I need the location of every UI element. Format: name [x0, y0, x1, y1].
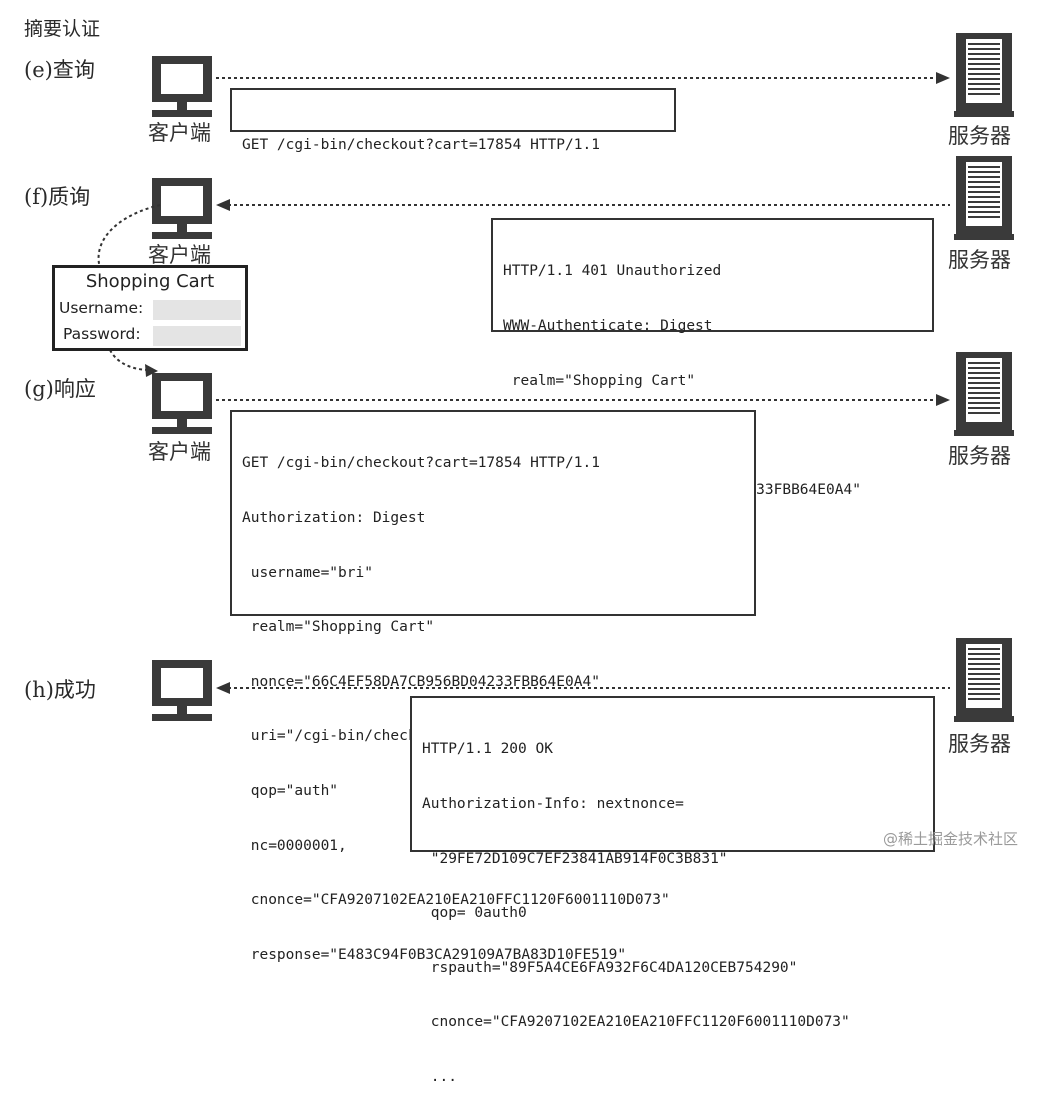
- message-line: GET /cgi-bin/checkout?cart=17854 HTTP/1.…: [242, 455, 600, 472]
- client-label: 客户端: [148, 121, 211, 145]
- step-label-query: (e)查询: [24, 58, 95, 82]
- client-computer-icon: [152, 178, 212, 239]
- server-icon: [953, 155, 1015, 241]
- message-line: nonce="66C4EF58DA7CB956BD04233FBB64E0A4": [242, 673, 600, 690]
- message-line: GET /cgi-bin/checkout?cart=17854 HTTP/1.…: [242, 137, 600, 154]
- watermark: @稀土掘金技术社区: [882, 830, 1018, 848]
- message-line: rspauth="89F5A4CE6FA932F6C4DA120CEB75429…: [422, 959, 798, 976]
- message-line: username="bri": [242, 564, 373, 581]
- step-label-response: (g)响应: [24, 377, 96, 401]
- message-line: HTTP/1.1 401 Unauthorized: [503, 263, 722, 280]
- client-computer-icon: [152, 660, 212, 721]
- arrowhead-right: [936, 394, 950, 406]
- arrowhead-left: [216, 199, 230, 211]
- dialog-title: Shopping Cart: [85, 271, 215, 292]
- server-icon: [953, 32, 1015, 118]
- client-computer-icon: [152, 373, 212, 434]
- curved-arrow-from-dialog: [109, 349, 151, 371]
- step-label-success: (h)成功: [24, 678, 96, 702]
- password-label: Password:: [63, 325, 141, 343]
- arrowhead-left: [216, 682, 230, 694]
- server-label: 服务器: [948, 124, 1011, 148]
- curved-arrow-to-dialog: [97, 204, 161, 269]
- authorization-request-box: GET /cgi-bin/checkout?cart=17854 HTTP/1.…: [230, 410, 756, 963]
- server-label: 服务器: [948, 248, 1011, 272]
- message-line: qop= 0auth0: [422, 905, 527, 922]
- server-label: 服务器: [948, 444, 1011, 468]
- challenge-response-box: HTTP/1.1 401 Unauthorized WWW-Authentica…: [491, 218, 934, 498]
- arrowhead-curved: [145, 364, 158, 377]
- message-line: realm="Shopping Cart": [503, 372, 696, 389]
- username-label: Username:: [59, 299, 144, 317]
- shopping-cart-login-dialog: Shopping Cart Username: Password:: [52, 265, 248, 351]
- message-line: Authorization-Info: nextnonce=: [422, 796, 684, 813]
- client-computer-icon: [152, 56, 212, 117]
- message-line: WWW-Authenticate: Digest: [503, 318, 713, 335]
- message-line: qop="auth": [242, 783, 339, 800]
- diagram-title: 摘要认证: [24, 18, 101, 40]
- message-line: nc=0000001,: [242, 837, 347, 854]
- message-line: "29FE72D109C7EF23841AB914F0C3B831": [422, 850, 728, 867]
- arrowhead-right: [936, 72, 950, 84]
- client-label: 客户端: [148, 243, 211, 267]
- client-label: 客户端: [148, 440, 211, 464]
- message-line: HTTP/1.1 200 OK: [422, 741, 553, 758]
- success-response-box: HTTP/1.1 200 OK Authorization-Info: next…: [410, 696, 935, 1085]
- message-line: realm="Shopping Cart": [242, 619, 435, 636]
- server-icon: [953, 351, 1015, 437]
- username-field[interactable]: [153, 300, 241, 320]
- message-line: cnonce="CFA9207102EA210EA210FFC1120F6001…: [422, 1014, 850, 1031]
- message-line: Authorization: Digest: [242, 510, 426, 527]
- server-icon: [953, 637, 1015, 723]
- step-label-challenge: (f)质询: [24, 185, 91, 209]
- digest-auth-diagram: [97, 32, 1015, 723]
- message-line: ...: [422, 1069, 457, 1086]
- query-request-box: GET /cgi-bin/checkout?cart=17854 HTTP/1.…: [230, 88, 676, 153]
- password-field[interactable]: [153, 326, 241, 346]
- server-label: 服务器: [948, 732, 1011, 756]
